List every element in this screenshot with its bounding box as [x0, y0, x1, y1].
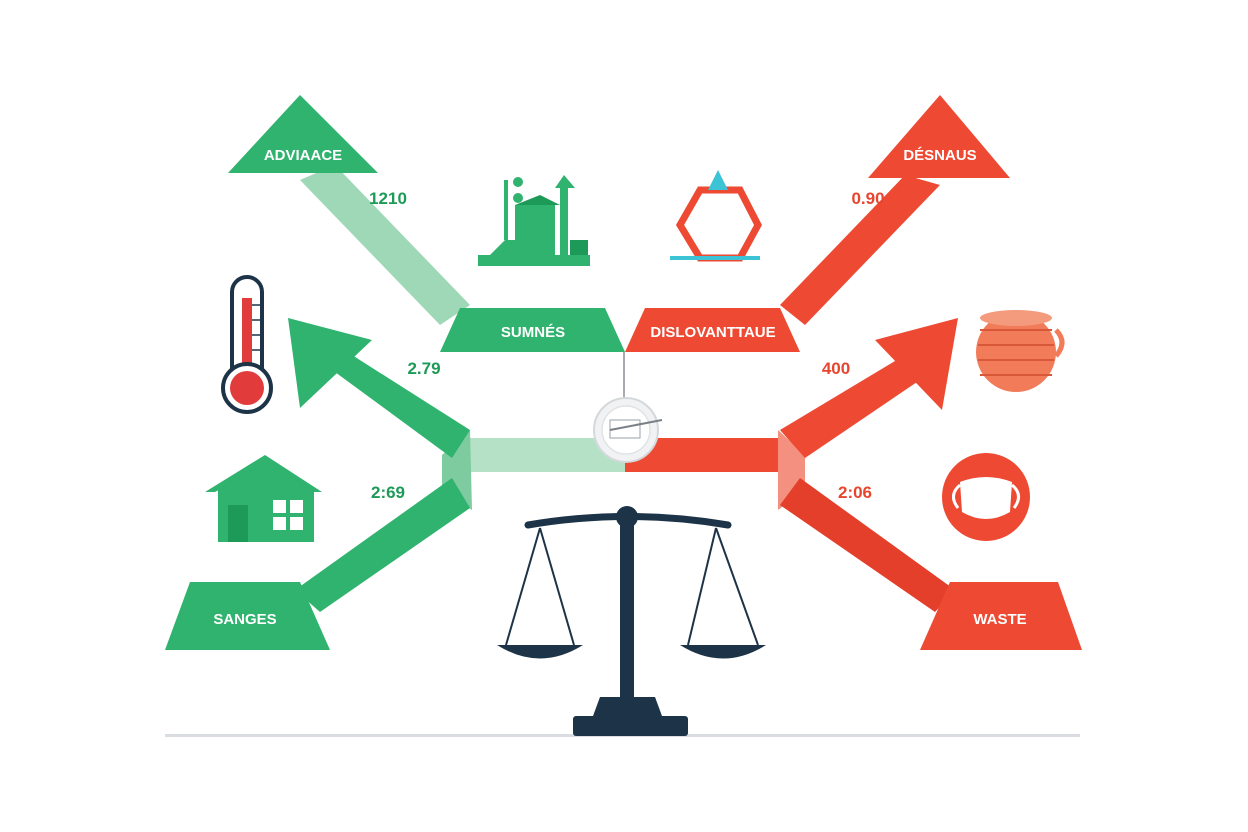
red-mid-arrow-head	[875, 318, 958, 410]
waste-badge: WASTE	[920, 582, 1082, 650]
house-icon	[205, 455, 322, 542]
green-upper-arrow	[300, 165, 470, 325]
waste-label: WASTE	[973, 611, 1026, 628]
green-mid-arrow-shaft	[335, 355, 470, 458]
red-lower-arrow	[780, 478, 955, 612]
savings-badge: SANGES	[165, 582, 330, 650]
disadvantage-top-label: DÉSNAUS	[903, 147, 976, 164]
red-upper-arrow	[780, 175, 940, 325]
warning-hexagon-icon	[670, 170, 762, 262]
value-left-3: 2:69	[371, 483, 405, 502]
red-mid-arrow-shaft	[780, 355, 920, 458]
advantage-badge: ADVIAACE	[228, 95, 378, 173]
green-lower-arrow	[295, 478, 470, 612]
green-mid-arrow-head	[288, 318, 372, 408]
savings-label: SANGES	[213, 611, 276, 628]
rope-coil-icon	[976, 310, 1065, 392]
compass-gauge-icon	[593, 397, 663, 463]
value-left-2: 2.79	[407, 359, 440, 378]
value-left-1: 1210	[369, 189, 407, 208]
disadvantage-mid-label: DISLOVANTTAUE	[650, 324, 775, 341]
balance-scale-icon	[497, 506, 766, 736]
city-growth-icon	[478, 175, 590, 266]
value-right-3: 2:06	[838, 483, 872, 502]
value-right-1: 0.90	[851, 189, 884, 208]
advantage-label: ADVIAACE	[264, 147, 342, 164]
face-mask-icon	[942, 453, 1030, 541]
disadvantage-mid-badge: DISLOVANTTAUE	[625, 308, 800, 352]
disadvantage-badge: DÉSNAUS	[868, 95, 1010, 178]
value-right-2: 400	[822, 359, 850, 378]
summary-badge: SUMNÉS	[440, 308, 625, 352]
thermometer-icon	[221, 275, 273, 414]
summary-label: SUMNÉS	[501, 324, 565, 341]
